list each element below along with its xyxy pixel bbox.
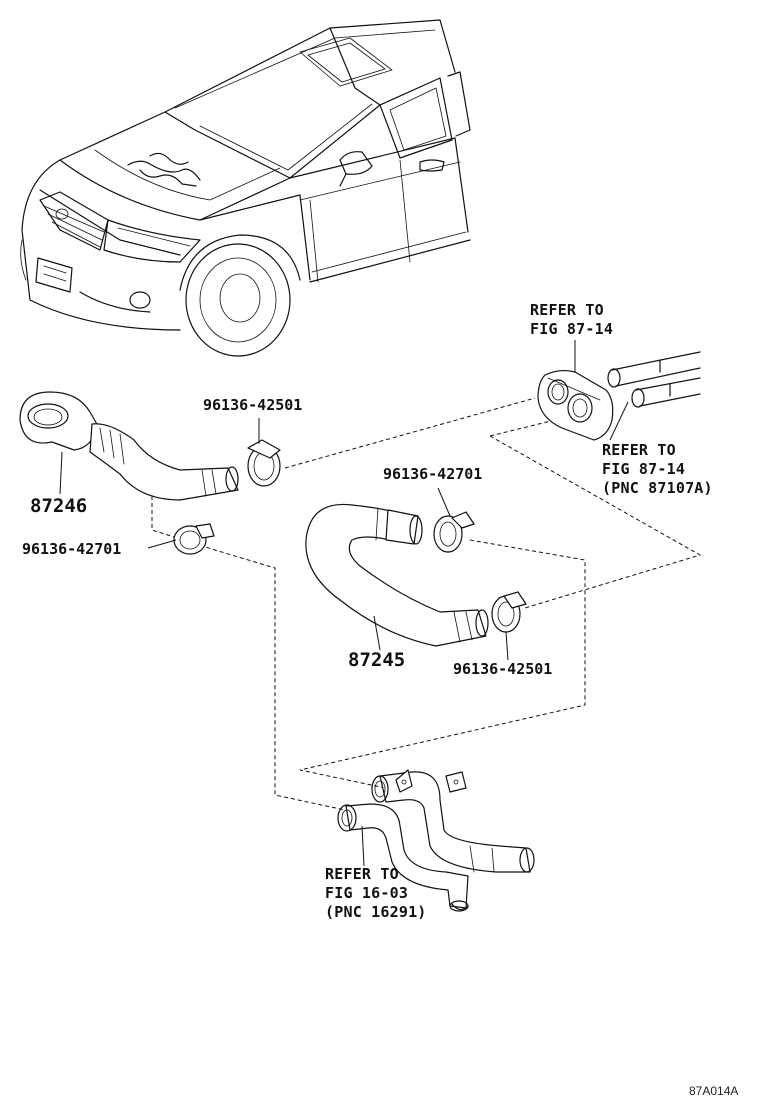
hose-87246-illustration (19, 391, 239, 501)
part-number-hose-right[interactable]: 87245 (348, 649, 406, 671)
part-number-clamp-mid-right[interactable]: 96136-42701 (383, 465, 483, 483)
part-number-clamp-lower-right[interactable]: 96136-42501 (453, 660, 553, 678)
grommet-illustration (537, 369, 614, 441)
heater-pipes (607, 351, 701, 408)
part-number-clamp-top[interactable]: 96136-42501 (203, 396, 303, 414)
part-number-clamp-left[interactable]: 96136-42701 (22, 540, 122, 558)
clamp-96136-42501-top-illustration (247, 439, 281, 487)
water-pipe-illustration (337, 769, 535, 912)
refer-fig-87-14-pnc-label: REFER TO FIG 87-14 (PNC 87107A) (602, 441, 713, 497)
clamp-96136-42701-left-illustration (173, 523, 215, 555)
illustration-code: 87A014A (689, 1084, 739, 1098)
part-number-hose-left[interactable]: 87246 (30, 495, 88, 517)
vehicle-illustration (20, 19, 471, 357)
clamp-96136-42501-lower-illustration (491, 591, 527, 633)
label-leaders (59, 340, 629, 867)
connection-leaders (151, 397, 702, 811)
hose-87245-illustration (305, 503, 489, 647)
refer-fig-16-03-pnc-label: REFER TO FIG 16-03 (PNC 16291) (325, 865, 427, 921)
refer-fig-87-14-label: REFER TO FIG 87-14 (530, 301, 614, 338)
clamp-96136-42701-right-illustration (433, 511, 475, 553)
